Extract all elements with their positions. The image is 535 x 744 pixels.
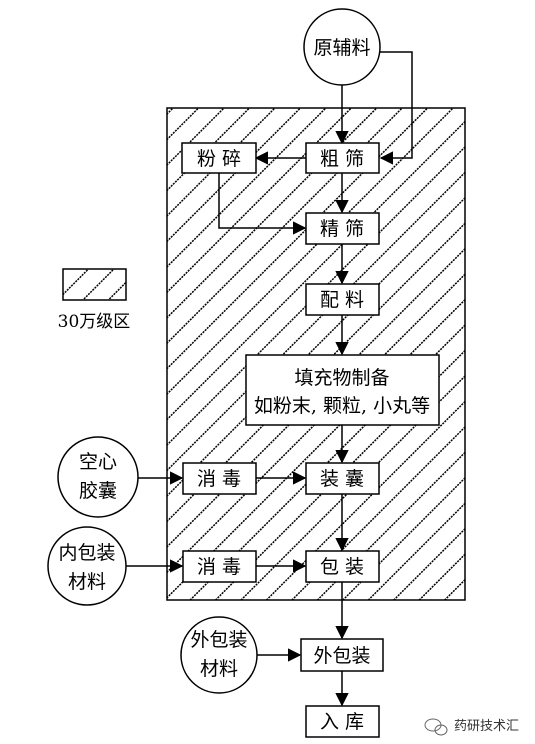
arrow-raw-to-coarse-side [379,51,413,165]
node-disinfect-capsule: 消 毒 [182,462,257,495]
node-filler-prep: 填充物制备 如粉末, 颗粒, 小丸等 [245,354,440,426]
node-packaging: 包 装 [305,550,380,583]
node-disinfect-capsule-label: 消 毒 [197,468,241,490]
node-filler-prep-label-2: 如粉末, 颗粒, 小丸等 [254,395,430,417]
node-warehousing-label: 入 库 [320,711,364,733]
node-filling-label: 装 囊 [320,468,364,490]
legend-swatch [62,268,127,301]
node-fine-sieve-label: 精 筛 [320,218,364,240]
node-coarse-sieve-label: 粗 筛 [320,148,364,170]
node-pulverize-label: 粉 碎 [197,148,241,170]
legend-label: 30万级区 [58,312,131,332]
node-outer-pack-material-label-1: 外包装 [190,629,247,651]
node-raw-material: 原辅料 [303,8,381,86]
node-warehousing: 入 库 [305,705,380,738]
node-empty-capsule-label-2: 胶囊 [79,480,117,502]
node-coarse-sieve: 粗 筛 [305,142,380,174]
node-inner-pack-material-label-1: 内包装 [58,542,115,564]
node-filling: 装 囊 [305,462,380,495]
connectors [125,51,413,707]
clean-zone-region [166,107,466,601]
node-outer-pack-material: 外包装 材料 [180,616,258,694]
node-pulverize: 粉 碎 [181,142,257,174]
node-batching-label: 配 料 [320,289,364,311]
arrow-pulverize-to-fine [218,173,307,235]
node-batching: 配 料 [305,283,380,316]
node-outer-pack-material-label-2: 材料 [200,658,238,680]
node-disinfect-pack-label: 消 毒 [197,556,241,578]
wechat-icon [424,718,448,736]
node-outer-packaging-label: 外包装 [313,645,370,667]
node-filler-prep-label-1: 填充物制备 [294,367,389,389]
node-outer-packaging: 外包装 [300,638,384,672]
node-disinfect-pack: 消 毒 [182,550,257,583]
node-fine-sieve: 精 筛 [305,212,380,245]
node-raw-material-label: 原辅料 [313,37,370,59]
watermark-text: 药研技术汇 [454,719,519,734]
node-inner-pack-material: 内包装 材料 [47,526,127,606]
node-empty-capsule-label-1: 空心 [79,451,117,473]
watermark: 药研技术汇 [424,718,519,736]
node-packaging-label: 包 装 [320,556,364,578]
node-inner-pack-material-label-2: 材料 [68,571,106,593]
node-empty-capsule: 空心 胶囊 [57,436,139,518]
